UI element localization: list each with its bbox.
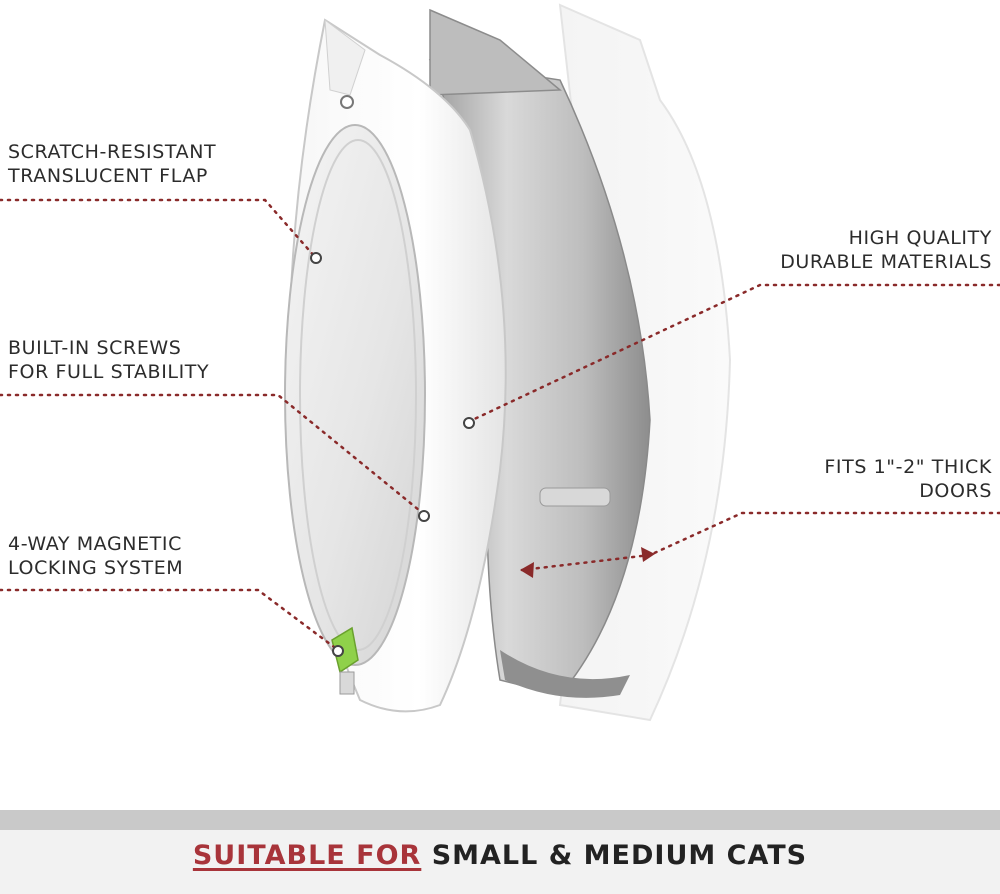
callout-screws-line2: FOR FULL STABILITY (8, 361, 210, 383)
banner-accent: SUITABLE FOR (192, 840, 422, 871)
callout-locking-line1: 4-WAY MAGNETIC (8, 533, 182, 555)
tunnel-rim (500, 650, 630, 698)
callout-screws: BUILT-IN SCREWS FOR FULL STABILITY (8, 336, 209, 384)
cat-door-drawing (0, 3, 1000, 722)
callout-thickness-line1: FITS 1"-2" THICK (824, 456, 992, 478)
callout-materials-line1: HIGH QUALITY (848, 227, 992, 249)
thickness-arrows (520, 547, 655, 578)
tunnel-ear (429, 8, 562, 96)
callout-thickness-line2: DOORS (919, 480, 992, 502)
callout-flap-line1: SCRATCH-RESISTANT (8, 141, 217, 163)
magnetic-lock (331, 626, 359, 674)
product-illustration: SCRATCH-RESISTANT TRANSLUCENT FLAP BUILT… (0, 3, 1000, 722)
callout-thickness: FITS 1"-2" THICK DOORS (824, 455, 992, 503)
flap-rim (299, 139, 417, 651)
translucent-flap (284, 124, 426, 666)
banner-text: SUITABLE FOR SMALL & MEDIUM CATS (0, 840, 1000, 871)
callout-screws-line1: BUILT-IN SCREWS (8, 337, 182, 359)
leader-dots (310, 252, 475, 657)
callout-locking: 4-WAY MAGNETIC LOCKING SYSTEM (8, 532, 183, 580)
front-ear (324, 18, 366, 96)
callout-materials: HIGH QUALITY DURABLE MATERIALS (780, 226, 992, 274)
leader-lines (0, 198, 1000, 652)
ear-screw-hole (340, 95, 354, 109)
callout-flap: SCRATCH-RESISTANT TRANSLUCENT FLAP (8, 140, 216, 188)
banner-background (0, 810, 1000, 894)
callout-materials-line2: DURABLE MATERIALS (780, 251, 992, 273)
inner-rod (539, 487, 611, 507)
banner-rest: SMALL & MEDIUM CATS (421, 840, 808, 871)
callout-locking-line2: LOCKING SYSTEM (8, 557, 184, 579)
callout-flap-line2: TRANSLUCENT FLAP (8, 165, 208, 187)
